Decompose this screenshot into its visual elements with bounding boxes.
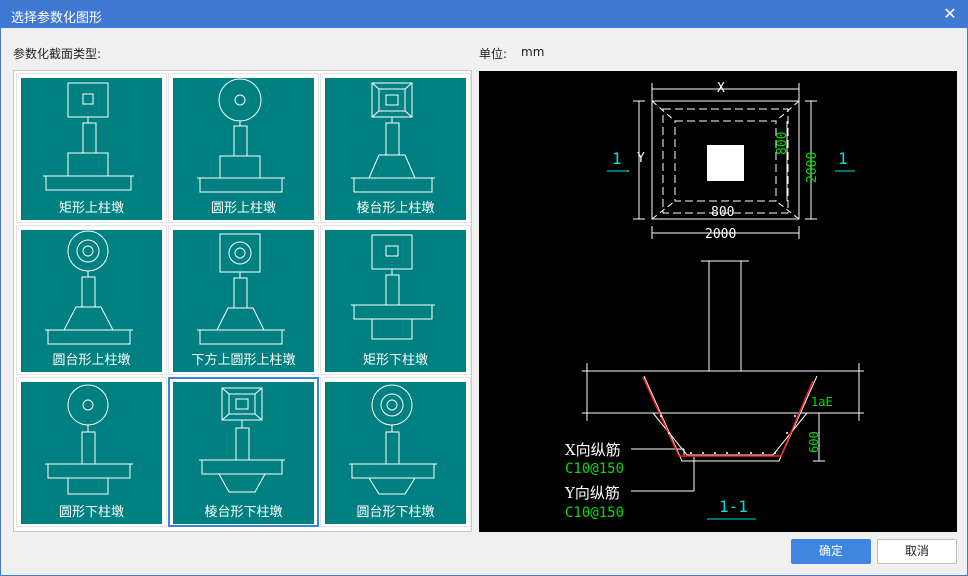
shape-tile-circle-upper[interactable]: 圆形上柱墩: [168, 73, 319, 223]
square-round-upper-pier-icon: [197, 233, 285, 345]
rebar-y-label: Y向纵筋: [565, 484, 620, 502]
preview-panel: X Y 1 1 800 2000 800 2000 1aE 600 X向纵筋 C…: [479, 71, 957, 532]
dim-2000-horizontal: 2000: [705, 227, 737, 242]
rect-upper-pier-icon: [43, 82, 134, 191]
frustum-lower-pier-icon: [199, 387, 285, 493]
dim-800-vertical: 800: [775, 131, 790, 155]
shape-label: 矩形上柱墩: [58, 201, 124, 216]
close-icon[interactable]: ✕: [943, 4, 957, 23]
shape-tile-frustum-upper[interactable]: 棱台形上柱墩: [320, 73, 471, 223]
dim-800-horizontal: 800: [711, 205, 735, 220]
shape-label: 矩形下柱墩: [362, 353, 428, 368]
unit-value: mm: [521, 45, 545, 59]
window-title: 选择参数化图形: [11, 11, 103, 26]
shape-label: 圆形下柱墩: [58, 505, 124, 520]
unit-label: 单位:: [479, 47, 508, 61]
rect-lower-pier-icon: [351, 234, 435, 340]
shape-grid: 矩形上柱墩 圆形上柱墩: [13, 70, 472, 532]
dim-600-label: 600: [807, 431, 821, 453]
shape-label: 圆形上柱墩: [210, 201, 276, 216]
dim-lae-label: 1aE: [811, 395, 833, 409]
section-types-label: 参数化截面类型:: [13, 47, 102, 61]
circle-lower-pier-icon: [45, 384, 133, 495]
dim-y-label: Y: [637, 151, 645, 166]
shape-tile-rect-upper[interactable]: 矩形上柱墩: [16, 73, 167, 223]
shape-label: 圆台形下柱墩: [356, 505, 435, 520]
rebar-x-label: X向纵筋: [565, 441, 621, 459]
shape-label: 圆台形上柱墩: [52, 353, 131, 368]
section-title: 1-1: [719, 497, 748, 516]
shape-label: 下方上圆形上柱墩: [191, 353, 296, 368]
conic-lower-pier-icon: [349, 384, 437, 495]
circle-upper-pier-icon: [197, 78, 285, 193]
dim-2000-vertical: 2000: [805, 151, 820, 183]
shape-label: 棱台形下柱墩: [204, 505, 283, 520]
conic-upper-pier-icon: [45, 230, 133, 345]
rebar-x-spec: C10@150: [565, 461, 625, 477]
shape-tile-conic-upper[interactable]: 圆台形上柱墩: [16, 225, 167, 375]
shape-tile-rect-lower[interactable]: 矩形下柱墩: [320, 225, 471, 375]
section-mark-left: 1: [612, 149, 622, 168]
shape-tile-frustum-lower[interactable]: 棱台形下柱墩: [168, 377, 319, 527]
title-bar: 选择参数化图形 ✕: [1, 1, 967, 28]
cancel-button[interactable]: 取消: [877, 539, 957, 564]
rebar-y-spec: C10@150: [565, 505, 625, 521]
shape-tile-square-bottom-round-top[interactable]: 下方上圆形上柱墩: [168, 225, 319, 375]
frustum-upper-pier-icon: [351, 82, 435, 193]
shape-label: 棱台形上柱墩: [356, 201, 435, 216]
shape-tile-circle-lower[interactable]: 圆形下柱墩: [16, 377, 167, 527]
dim-x-label: X: [717, 81, 725, 96]
preview-drawing: [582, 83, 864, 520]
shape-tile-conic-lower[interactable]: 圆台形下柱墩: [320, 377, 471, 527]
ok-button[interactable]: 确定: [791, 539, 871, 564]
section-mark-right: 1: [838, 149, 848, 168]
